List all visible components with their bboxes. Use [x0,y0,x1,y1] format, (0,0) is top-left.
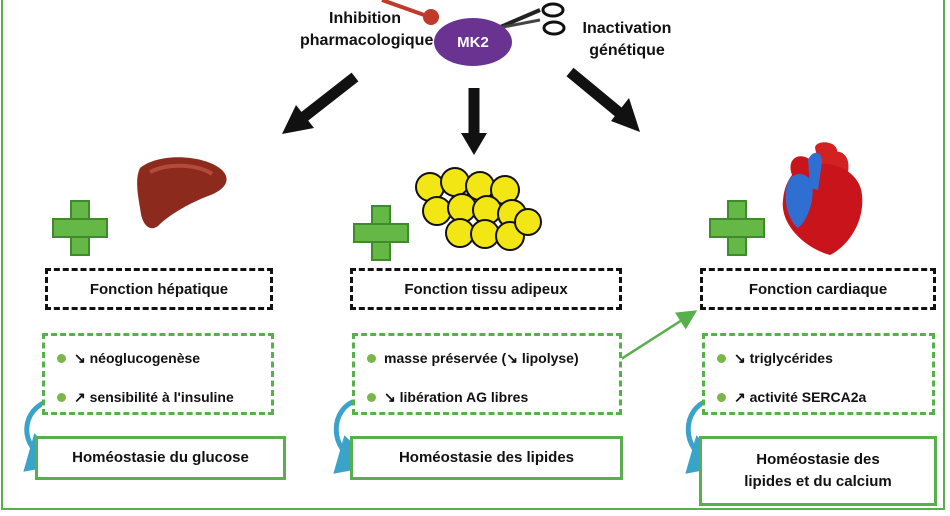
inhibition-line1: Inhibition [329,10,401,27]
list-item: ↗ sensibilité à l'insuline [57,389,234,406]
list-item: ↘ libération AG libres [367,389,528,406]
list-item-text: ↘ triglycérides [734,350,833,366]
liver-effects-list: ↘ néoglucogenèse ↗ sensibilité à l'insul… [42,333,274,415]
list-item: ↘ triglycérides [717,350,833,367]
heart-icon [782,142,863,255]
list-item-text: ↘ néoglucogenèse [74,350,201,366]
list-item: ↘ néoglucogenèse [57,350,200,367]
scissors-icon [497,2,566,36]
arrow-right-icon [566,67,640,132]
list-item-text: ↗ activité SERCA2a [734,389,867,405]
glucose-homeostasis-box: Homéostasie du glucose [35,436,286,480]
bullet-icon [367,393,376,402]
lipid-homeostasis-box: Homéostasie des lipides [350,436,623,480]
adipose-function-title: Fonction tissu adipeux [350,268,622,310]
list-item-text: ↘ libération AG libres [384,389,529,405]
bullet-icon [717,354,726,363]
result-text: Homéostasie des lipides [398,449,575,466]
cardiac-effects-list: ↘ triglycérides ↗ activité SERCA2a [702,333,935,415]
list-item: ↗ activité SERCA2a [717,389,866,406]
inactivation-label: Inactivation génétique [562,18,692,62]
inhibition-label: Inhibition pharmacologique [300,8,434,52]
liver-function-title: Fonction hépatique [45,268,273,310]
list-item-text: masse préservée (↘ lipolyse) [384,350,579,366]
liver-icon [137,157,227,229]
lipid-calcium-homeostasis-box: Homéostasie des lipides et du calcium [699,436,937,506]
bullet-icon [717,393,726,402]
mk2-node: MK2 [434,18,512,66]
adipose-effects-list: masse préservée (↘ lipolyse) ↘ libératio… [352,333,622,415]
inactivation-line1: Inactivation [582,20,672,37]
plus-icon [353,205,409,261]
plus-icon [52,200,108,256]
result-text: Homéostasie du glucose [72,449,249,466]
arrow-left-icon [282,72,359,134]
bullet-icon [367,354,376,363]
inhibition-line2: pharmacologique [300,32,434,49]
plus-icon [709,200,765,256]
list-item-text: ↗ sensibilité à l'insuline [74,389,234,405]
inhibitor-icon [381,0,439,25]
cardiac-function-title: Fonction cardiaque [700,268,936,310]
list-item: masse préservée (↘ lipolyse) [367,350,579,367]
adipose-tissue-icon [415,167,542,251]
inactivation-line2: génétique [589,42,665,59]
result-text-line2: lipides et du calcium [744,473,892,490]
bullet-icon [57,354,66,363]
arrow-down-icon [461,88,487,155]
result-text-line1: Homéostasie des [756,451,880,468]
bullet-icon [57,393,66,402]
